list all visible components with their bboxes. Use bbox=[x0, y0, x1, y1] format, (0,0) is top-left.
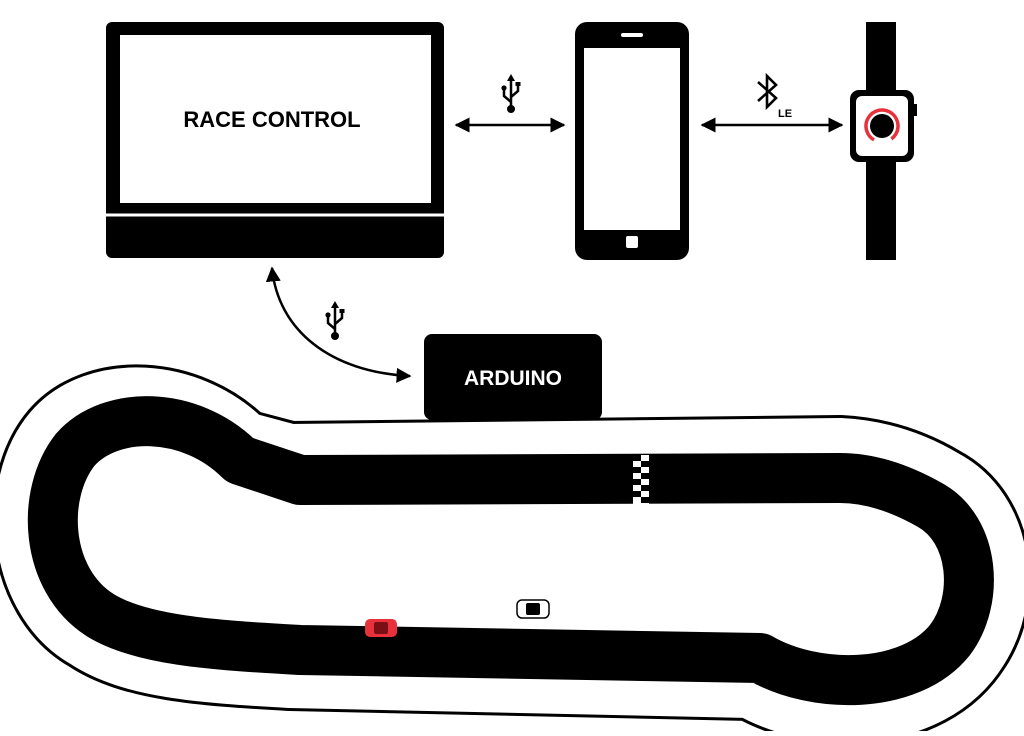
laptop-screen bbox=[120, 35, 431, 203]
arduino-body bbox=[424, 334, 602, 420]
phone-home-button bbox=[626, 236, 638, 248]
bluetooth-le-label: LE bbox=[778, 108, 792, 120]
watch-center-dot bbox=[870, 114, 894, 138]
arduino-label: ARDUINO bbox=[464, 367, 562, 390]
white-car bbox=[516, 599, 550, 619]
arduino-box: ARDUINO bbox=[424, 334, 602, 420]
watch-progress-ring bbox=[864, 108, 900, 144]
finish-line bbox=[633, 455, 649, 505]
phone-screen bbox=[584, 48, 680, 230]
race-control-label: RACE CONTROL bbox=[183, 107, 360, 132]
track-asphalt bbox=[27, 396, 994, 706]
smartwatch bbox=[850, 22, 917, 260]
phone-speaker bbox=[621, 33, 643, 37]
smartphone bbox=[575, 22, 689, 260]
watch-crown bbox=[913, 104, 917, 116]
red-car bbox=[365, 619, 397, 637]
race-track bbox=[0, 364, 1024, 736]
track-white-line bbox=[0, 367, 1024, 736]
usb-icon bbox=[324, 299, 346, 342]
race-control-laptop: RACE CONTROL bbox=[106, 22, 444, 258]
bluetooth-icon bbox=[757, 72, 778, 111]
usb-icon bbox=[500, 72, 522, 115]
laptop-arduino-link-arrow bbox=[265, 266, 412, 383]
